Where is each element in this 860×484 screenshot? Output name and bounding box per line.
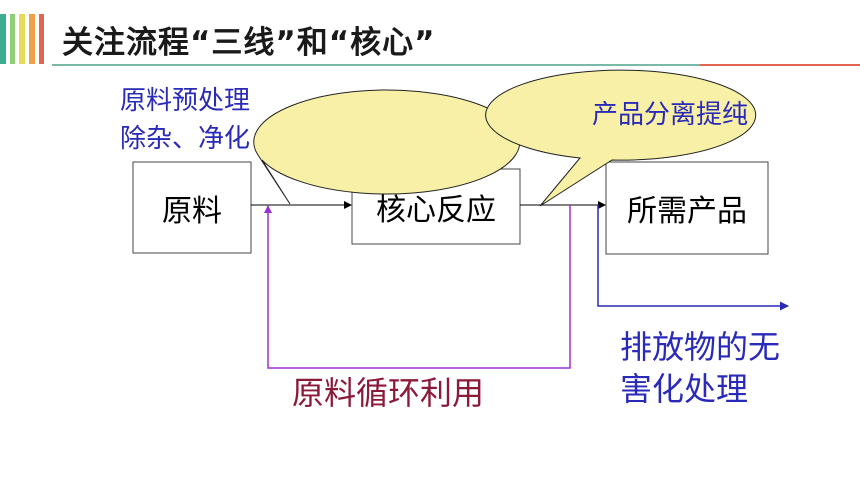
recycle-loop-line (264, 205, 571, 369)
callout-pretreatment-line1: 原料预处理 (120, 86, 251, 116)
box-product-label: 所需产品 (627, 194, 747, 229)
callout-pretreatment-line2: 除杂、净化 (120, 124, 251, 154)
title-underline-accent (700, 64, 860, 66)
header-stripe-2 (10, 14, 15, 64)
header-stripe-3 (19, 14, 25, 64)
title-underline (52, 64, 860, 66)
page-title: 关注流程“三线”和“核心” (62, 24, 436, 61)
header-stripe-1 (0, 14, 6, 64)
header-stripe-5 (39, 14, 44, 64)
waste-label-line1: 排放物的无 (620, 328, 781, 366)
callout-separation-text: 产品分离提纯 (592, 100, 749, 130)
box-core-reaction-label: 核心反应 (376, 192, 496, 228)
box-raw-material (132, 161, 252, 254)
header-stripe-4 (29, 14, 35, 64)
recycle-label: 原料循环利用 (292, 374, 485, 412)
box-product (605, 161, 769, 255)
waste-discharge-line (597, 205, 789, 311)
callout-separation (485, 69, 757, 207)
waste-label-line2: 害化处理 (620, 370, 749, 408)
box-raw-material-label: 原料 (162, 193, 222, 229)
